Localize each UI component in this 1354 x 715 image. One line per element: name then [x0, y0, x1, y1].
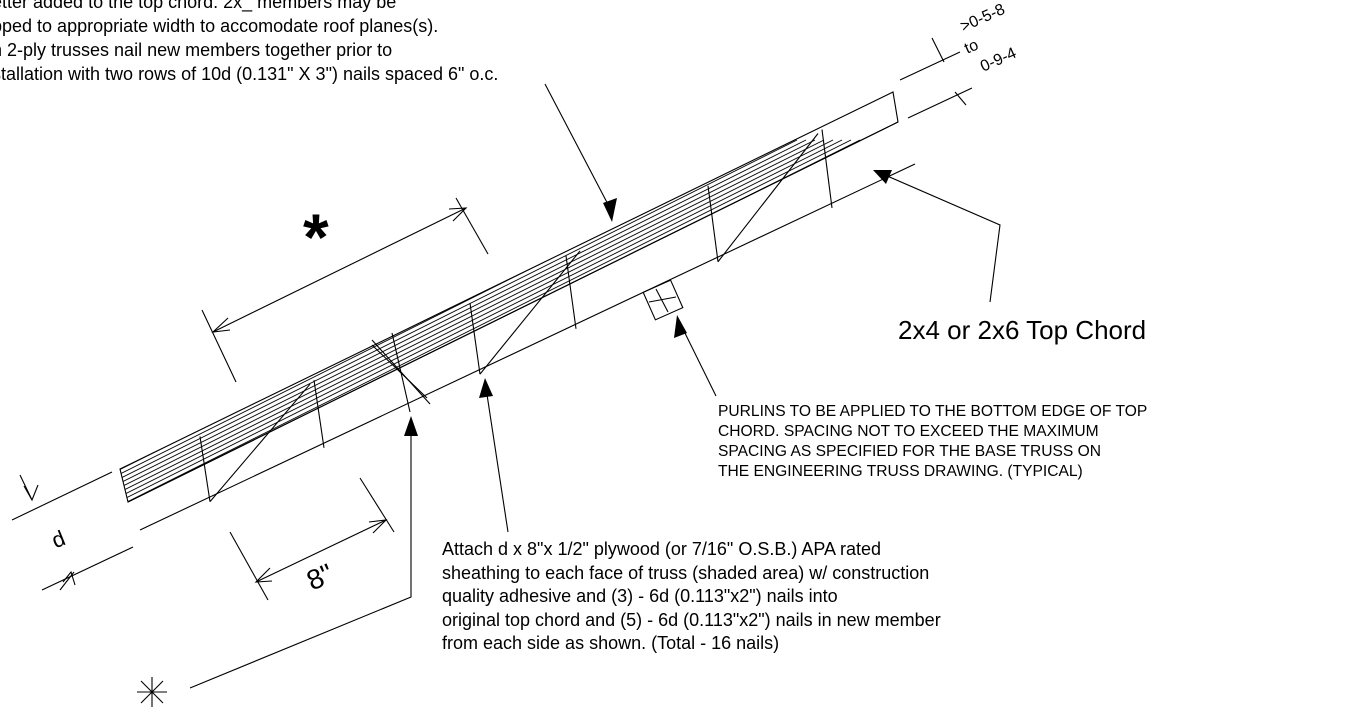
hatch-line [120, 139, 834, 502]
attach-note-line: from each side as shown. (Total - 16 nai… [442, 633, 780, 653]
attach-note-line: Attach d x 8"x 1/2" plywood (or 7/16" O.… [442, 539, 882, 559]
hatch-line [120, 139, 681, 502]
leader-purlin [674, 315, 717, 397]
eight-inch-dimension [229, 477, 395, 601]
leader-nails [189, 416, 418, 689]
leader-scab [544, 83, 617, 222]
panel-line [313, 380, 325, 448]
hatch-line [120, 139, 627, 502]
hatch-line [120, 139, 852, 502]
leader-top-chord [873, 170, 1001, 303]
hatch-line [120, 139, 654, 502]
hatch-line [120, 139, 816, 502]
attach-note: Attach d x 8"x 1/2" plywood (or 7/16" O.… [442, 538, 941, 656]
star-dimension [201, 197, 489, 383]
hatch-line [120, 139, 609, 502]
top-note-line: n 2-ply trusses nail new members togethe… [0, 40, 393, 60]
hatch-line [120, 139, 573, 502]
purlin-note-line: THE ENGINEERING TRUSS DRAWING. (TYPICAL) [718, 463, 1083, 480]
top-dimension [899, 37, 973, 119]
hatch-line [120, 139, 789, 502]
purlin-note: PURLINS TO BE APPLIED TO THE BOTTOM EDGE… [718, 402, 1147, 482]
panel-line [199, 436, 211, 502]
hatch-line [120, 139, 726, 502]
purlin-note-line: CHORD. SPACING NOT TO EXCEED THE MAXIMUM [718, 423, 1099, 440]
depth-dimension [11, 471, 134, 591]
top-chord-label: 2x4 or 2x6 Top Chord [898, 315, 1147, 345]
hatch-line [120, 139, 735, 502]
web-diagonal [717, 133, 819, 263]
hatch-line [120, 139, 807, 502]
truss-panel-lines [199, 129, 833, 503]
hatch-line [120, 139, 591, 502]
hatch-line [120, 139, 519, 502]
attach-note-line: quality adhesive and (3) - 6d (0.113"x2"… [442, 586, 838, 606]
hatch-line [120, 139, 717, 502]
top-note-line: etter added to the top chord. 2x_ member… [0, 0, 397, 12]
leader-plywood [479, 378, 509, 533]
hatch-line [120, 139, 546, 502]
hatch-line [120, 139, 780, 502]
panel-line [707, 185, 719, 262]
panel-line [821, 129, 833, 208]
hatch-line [120, 139, 618, 502]
hatch-line [120, 139, 708, 502]
hatch-line [120, 139, 690, 502]
hatch-line [120, 139, 825, 502]
top-chord [127, 121, 916, 531]
hatch-line [120, 139, 636, 502]
hatch-line [120, 139, 672, 502]
hatch-line [120, 139, 771, 502]
attach-note-line: original top chord and (5) - 6d (0.113"x… [442, 609, 941, 630]
hatch-line [120, 139, 753, 502]
panel-line [469, 303, 481, 375]
top-note: etter added to the top chord. 2x_ member… [0, 0, 498, 86]
hatch-line [120, 139, 762, 502]
purlin [642, 279, 684, 321]
asterisk-nail-icon [137, 677, 167, 707]
hatch-line [120, 139, 798, 502]
web-diagonal [209, 383, 311, 503]
web-diagonal [479, 250, 581, 375]
purlin-note-line: SPACING AS SPECIFIED FOR THE BASE TRUSS … [718, 443, 1101, 460]
purlin-note-line: PURLINS TO BE APPLIED TO THE BOTTOM EDGE… [718, 403, 1148, 420]
hatch-line [120, 139, 744, 502]
hatch-line [120, 139, 528, 502]
hatch-line [120, 139, 645, 502]
hatch-line [120, 139, 510, 502]
panel-line [565, 255, 577, 329]
hatch-line [120, 139, 537, 502]
top-note-line: stallation with two rows of 10d (0.131" … [0, 64, 499, 84]
hatch-line [120, 139, 699, 502]
sheathing-area [371, 332, 431, 413]
star-dimension-label: * [303, 200, 329, 274]
hatch-line [120, 139, 600, 502]
attach-note-line: sheathing to each face of truss (shaded … [442, 562, 930, 583]
top-note-line: pped to appropriate width to accomodate … [0, 16, 439, 36]
hatch-line [120, 139, 843, 502]
hatch-line [120, 139, 582, 502]
